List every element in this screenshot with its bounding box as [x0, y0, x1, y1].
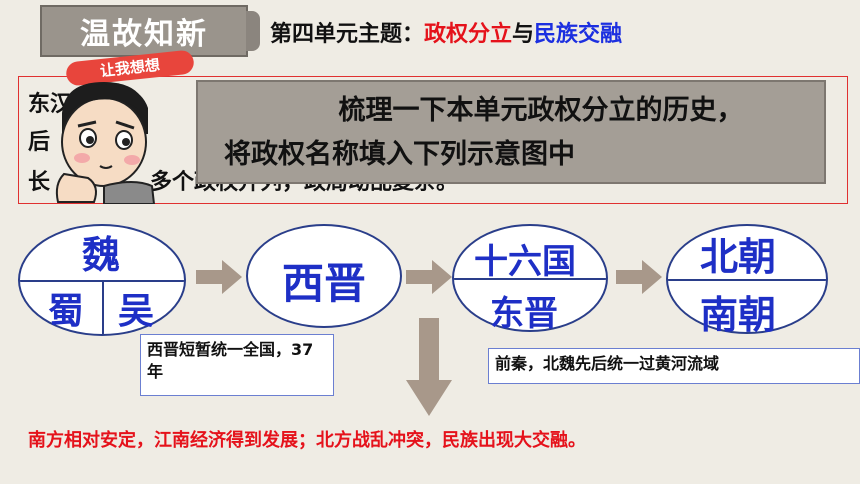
kingdom-wu: 吴 — [118, 291, 155, 332]
arrow-right-icon — [616, 260, 662, 294]
unit-theme: 第四单元主题：政权分立与民族交融 — [270, 16, 622, 48]
kingdom-wei: 魏 — [82, 233, 121, 277]
prompt-overlay: 梳理一下本单元政权分立的历史， 将政权名称填入下列示意图中 — [196, 80, 826, 184]
scroll-roll-decoration — [246, 11, 260, 51]
dynasty-nanchao: 南朝 — [700, 293, 777, 337]
conclusion-text: 南方相对安定，江南经济得到发展；北方战乱冲突，民族出现大交融。 — [28, 430, 586, 451]
arrow-right-icon — [196, 260, 242, 294]
theme-red: 政权分立 — [424, 22, 513, 47]
page-title: 温故知新 — [80, 17, 208, 52]
theme-mid: 与 — [512, 22, 535, 47]
intro-line-2: 后 — [28, 130, 51, 155]
thinking-boy-icon — [55, 82, 156, 204]
dynasty-xijin: 西晋 — [282, 259, 367, 308]
arrow-down-icon — [406, 318, 452, 416]
oval-sixteen-kingdoms — [452, 224, 608, 332]
note-xijin: 西晋短暂统一全国，37年 — [140, 334, 334, 396]
oval-divider — [668, 279, 826, 281]
prompt-line-1: 梳理一下本单元政权分立的历史， — [338, 95, 744, 126]
dynasty-dongjin: 东晋 — [490, 294, 558, 334]
oval-north-south — [666, 224, 828, 334]
dynasty-sixteen-kingdoms: 十六国 — [474, 242, 576, 282]
note-qianqin: 前秦，北魏先后统一过黄河流域 — [488, 348, 860, 384]
oval-divider — [454, 278, 606, 280]
oval-divider-vertical — [102, 280, 104, 334]
prompt-line-2: 将政权名称填入下列示意图中 — [224, 139, 575, 170]
dynasty-beichao: 北朝 — [700, 235, 777, 279]
oval-three-kingdoms — [18, 224, 186, 336]
oval-xijin — [246, 224, 402, 328]
title-banner: 温故知新 — [40, 5, 260, 57]
theme-prefix: 第四单元主题： — [270, 22, 425, 47]
arrow-right-icon — [406, 260, 452, 294]
kingdom-shu: 蜀 — [48, 291, 85, 332]
theme-blue: 民族交融 — [534, 22, 623, 47]
